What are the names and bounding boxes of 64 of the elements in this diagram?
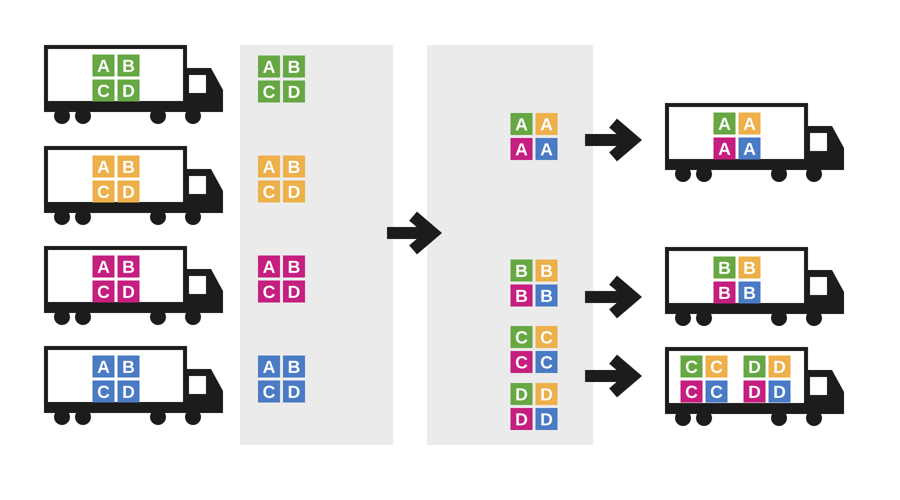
letter-tile: B — [283, 156, 305, 178]
letter-tile: B — [536, 260, 558, 282]
letter-tile: C — [706, 356, 728, 378]
letter-tile: C — [510, 326, 532, 348]
letter-tile: B — [714, 282, 736, 304]
letter-tile: D — [118, 280, 140, 302]
letter-tile: D — [118, 180, 140, 202]
letter-tile: C — [680, 380, 702, 402]
letter-tile: C — [536, 326, 558, 348]
letter-tile: C — [258, 80, 280, 102]
letter-tile: B — [536, 284, 558, 306]
letter-tile: B — [714, 256, 736, 278]
letter-tile: A — [92, 156, 114, 178]
letter-tile: C — [92, 280, 114, 302]
letter-tile: B — [738, 256, 761, 278]
letter-tile: B — [118, 356, 140, 378]
letter-tile: D — [118, 380, 140, 402]
letter-tile: A — [92, 256, 114, 278]
letter-tile: B — [738, 282, 761, 304]
letter-tile: D — [510, 408, 532, 430]
letter-tile: C — [510, 351, 532, 373]
letter-tile: D — [283, 180, 305, 202]
letter-tile: C — [706, 380, 728, 402]
letter-tile: A — [738, 112, 761, 134]
letter-tile: A — [258, 156, 280, 178]
letter-tile: B — [283, 256, 305, 278]
letter-tile: A — [258, 256, 280, 278]
letter-tile: C — [680, 356, 702, 378]
letter-tile: C — [92, 180, 114, 202]
letter-tile: A — [92, 356, 114, 378]
letter-tile: D — [536, 408, 558, 430]
letter-tile: A — [536, 113, 558, 135]
letter-tile: A — [714, 112, 736, 134]
letter-tile: B — [283, 56, 305, 78]
letter-tile: D — [744, 380, 766, 402]
letter-tile: C — [258, 280, 280, 302]
letter-tile: A — [92, 54, 114, 76]
letter-tile: A — [258, 356, 280, 378]
letter-tile: D — [283, 80, 305, 102]
letter-tile: C — [258, 380, 280, 402]
letter-tile: B — [118, 54, 140, 76]
letter-tile: C — [258, 180, 280, 202]
letter-tile: A — [510, 138, 532, 160]
letter-tile: D — [283, 380, 305, 402]
letter-tile: D — [536, 383, 558, 405]
letter-tile: A — [510, 113, 532, 135]
letter-tile: B — [283, 356, 305, 378]
letter-tile: D — [744, 356, 766, 378]
letter-tile: A — [714, 138, 736, 160]
letter-tile: D — [510, 383, 532, 405]
letter-tile: B — [118, 256, 140, 278]
letter-tile: A — [536, 138, 558, 160]
letter-tile: C — [536, 351, 558, 373]
letter-tile: B — [118, 156, 140, 178]
letter-tile: B — [510, 260, 532, 282]
letter-tile: B — [510, 284, 532, 306]
letter-tile: D — [768, 356, 791, 378]
letter-tile: D — [118, 80, 140, 102]
letter-tile: C — [92, 80, 114, 102]
letter-tile: C — [92, 380, 114, 402]
letter-tile: A — [738, 138, 761, 160]
letter-tile: D — [283, 280, 305, 302]
letter-tile: D — [768, 380, 791, 402]
letter-tile: A — [258, 56, 280, 78]
